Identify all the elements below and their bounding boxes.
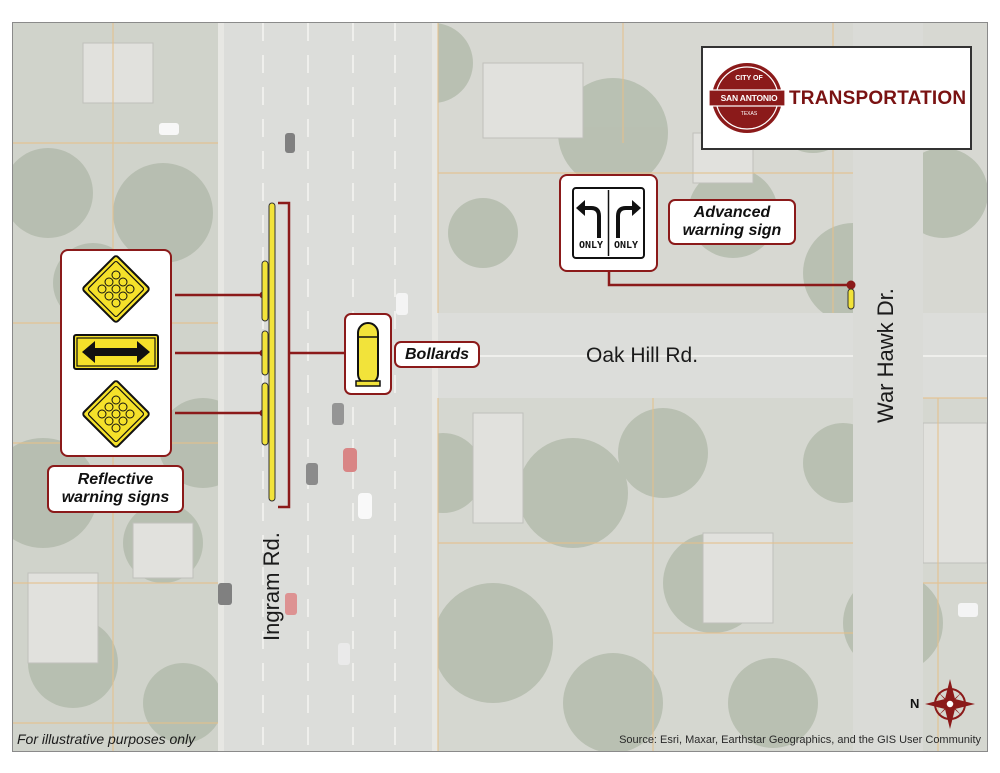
reflective-diamond-sign-top <box>82 255 150 323</box>
reflective-marker-tall <box>268 202 276 502</box>
north-arrow-icon <box>925 679 975 729</box>
logo-city-of: CITY OF <box>735 75 763 82</box>
san-antonio-seal-icon <box>708 63 786 133</box>
disclaimer-text: For illustrative purposes only <box>17 731 196 747</box>
reflective-marker-1 <box>261 260 269 322</box>
lane-use-sign-icon <box>572 187 645 259</box>
reflective-signs-panel <box>60 249 172 457</box>
left-turn-arrow-icon <box>585 206 601 238</box>
reflective-signs-graphic <box>73 255 159 448</box>
war-hawk-marker <box>847 288 855 310</box>
road-label-oak-hill: Oak Hill Rd. <box>586 344 699 367</box>
bollard-icon <box>355 322 381 387</box>
logo-city-name: SAN ANTONIO <box>720 93 778 103</box>
callout-reflective-line2: warning signs <box>61 488 170 506</box>
road-label-war-hawk: War Hawk Dr. <box>873 288 898 423</box>
sign-only-left: ONLY <box>578 240 604 251</box>
callout-reflective-line1: Reflective <box>77 471 154 488</box>
callout-bollards: Bollards <box>394 341 480 368</box>
callout-advanced-warning-sign: Advanced warning sign <box>668 199 796 245</box>
city-logo-box: CITY OF SAN ANTONIO TEXAS TRANSPORTATION <box>701 46 972 150</box>
reflective-marker-2 <box>261 330 269 376</box>
reflective-diamond-sign-bottom <box>82 380 150 448</box>
callout-advanced-line2: warning sign <box>682 221 782 239</box>
source-attribution: Source: Esri, Maxar, Earthstar Geographi… <box>619 734 981 746</box>
right-turn-arrow-icon <box>616 206 632 238</box>
north-letter: N <box>910 696 920 711</box>
logo-state: TEXAS <box>740 111 758 117</box>
sign-only-right: ONLY <box>613 240 639 251</box>
reflective-marker-3 <box>261 382 269 446</box>
bollard-panel <box>344 313 392 395</box>
double-arrow-sign-icon <box>73 334 159 370</box>
logo-department: TRANSPORTATION <box>789 88 967 109</box>
callout-advanced-line1: Advanced <box>693 204 771 221</box>
callout-reflective-warning-signs: Reflective warning signs <box>47 465 184 513</box>
road-label-ingram: Ingram Rd. <box>259 532 284 641</box>
map-frame[interactable]: Oak Hill Rd. Ingram Rd. War Hawk Dr. <box>12 22 988 752</box>
advanced-sign-panel: ONLY ONLY <box>559 174 658 272</box>
